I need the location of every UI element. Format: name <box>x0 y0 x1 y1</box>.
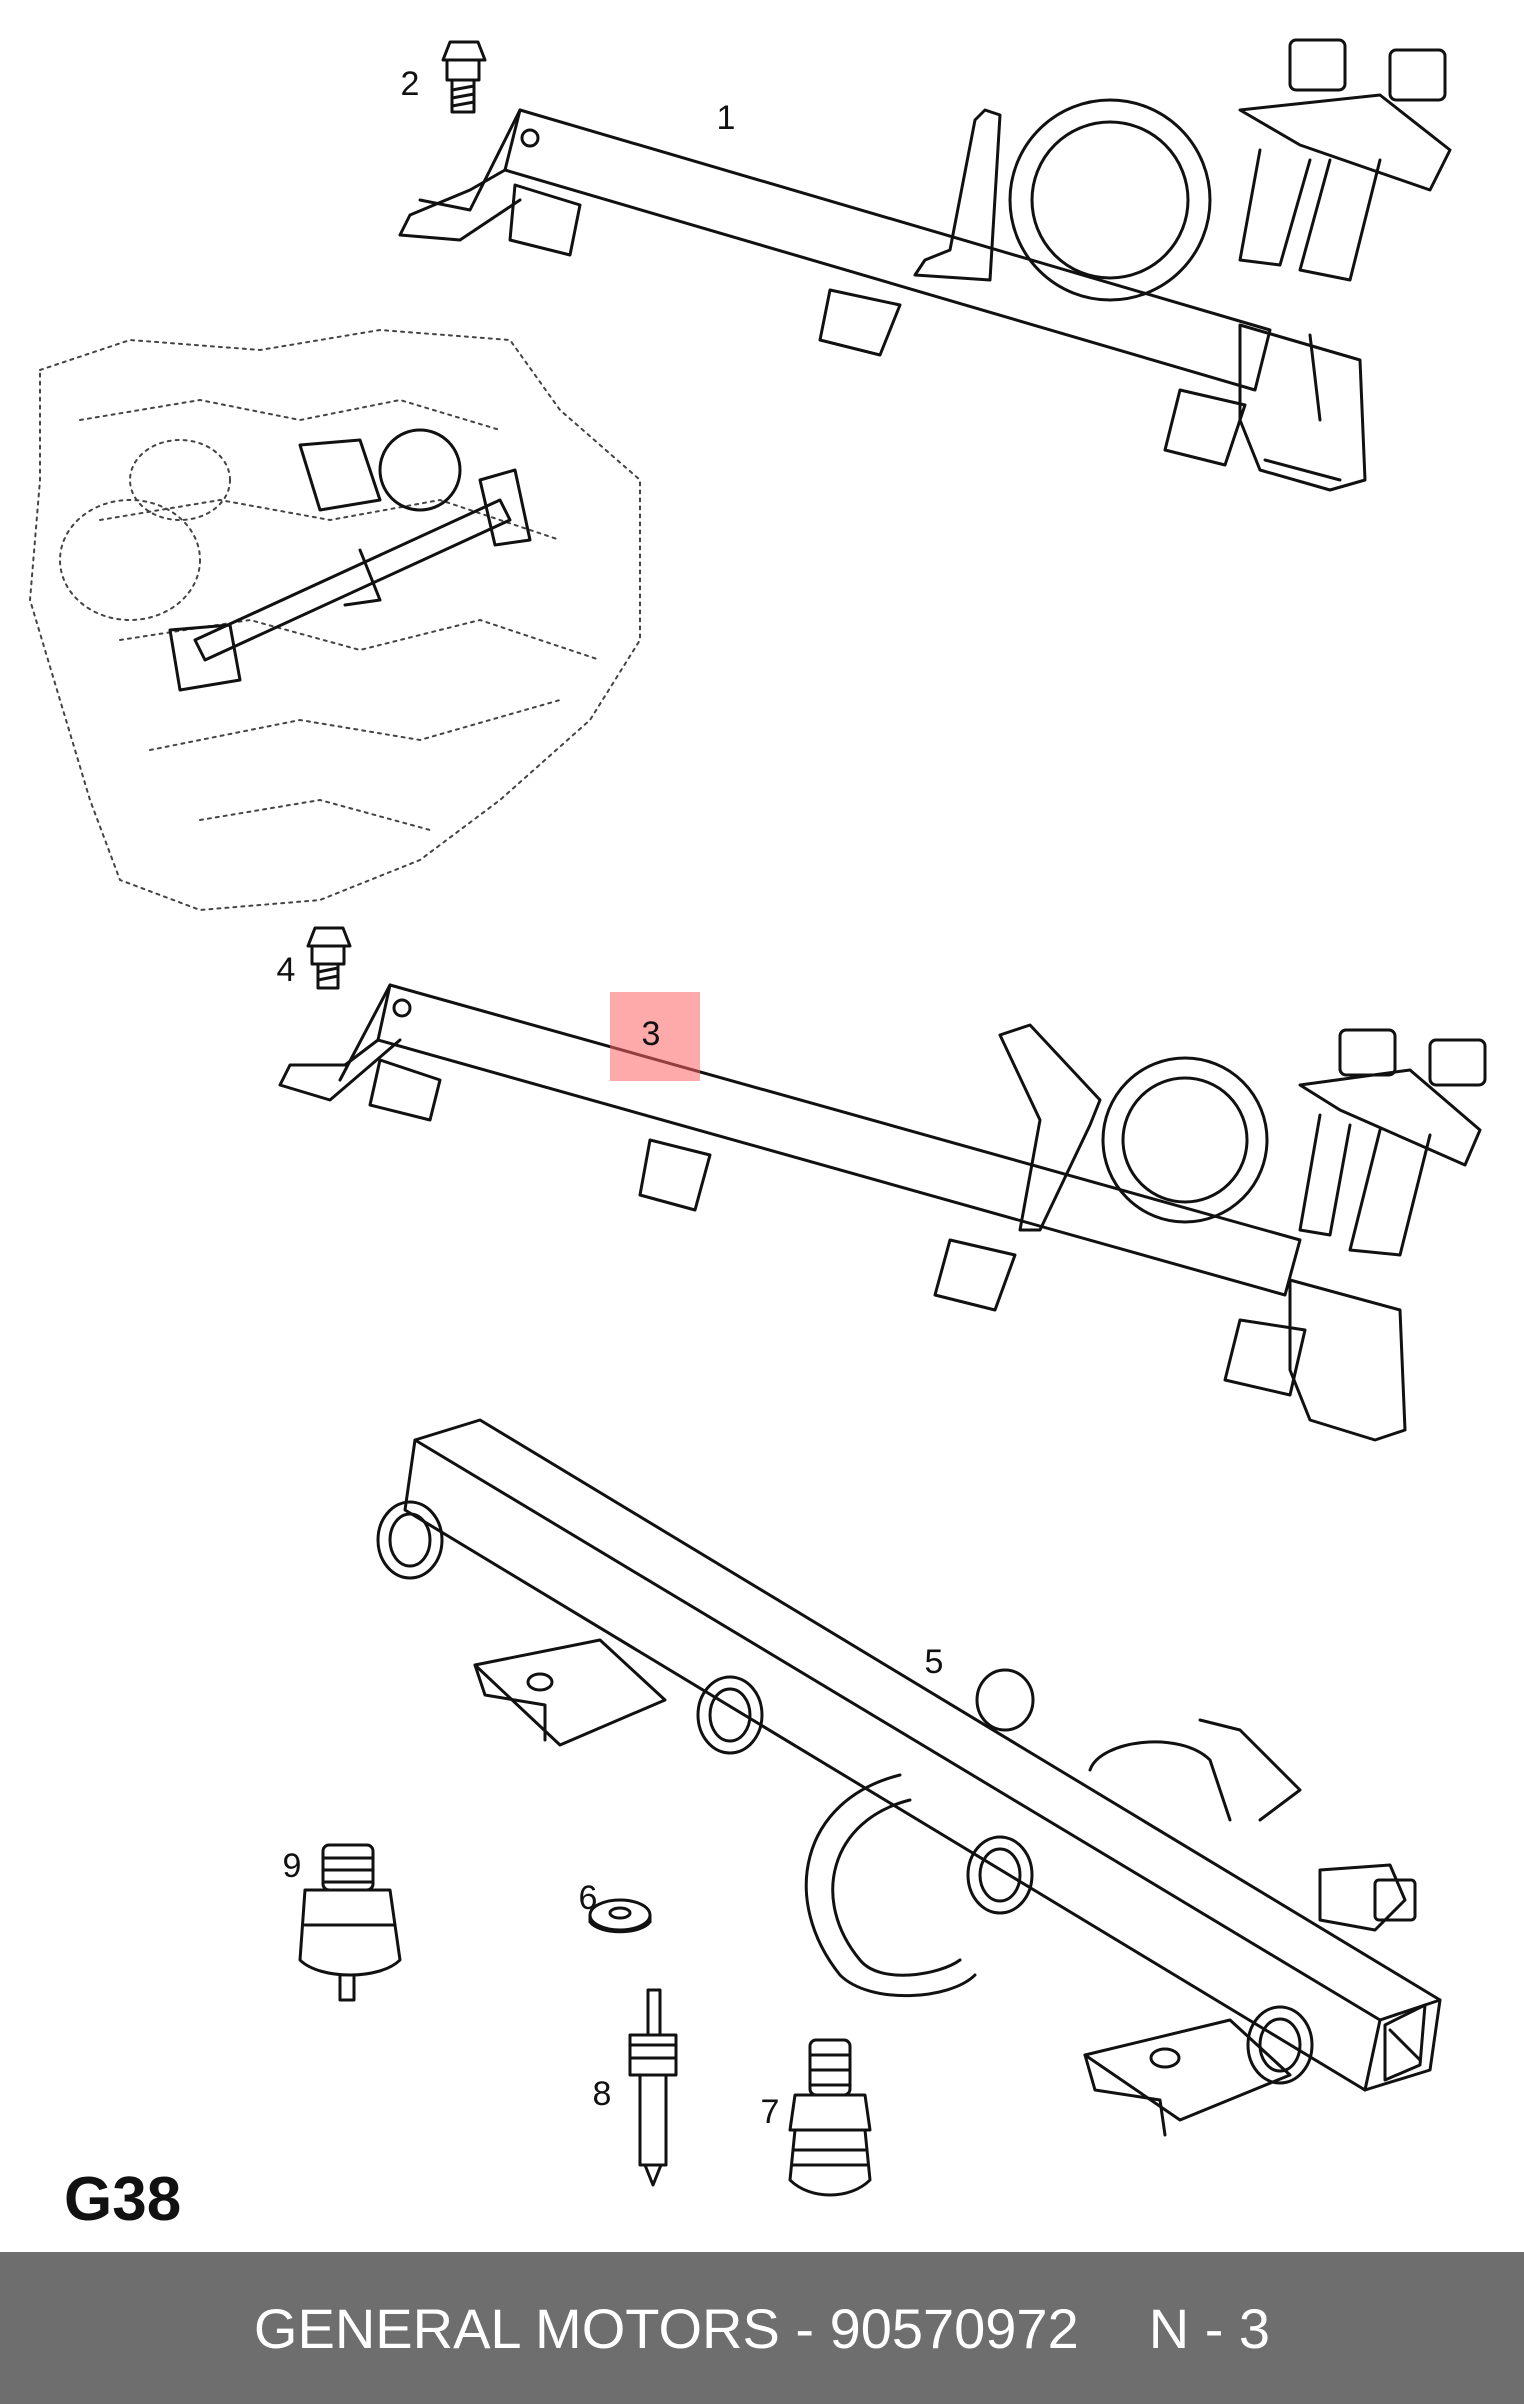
callout-4: 4 <box>276 951 296 989</box>
callout-8: 8 <box>592 2075 612 2113</box>
engine-location-sketch <box>29 329 641 911</box>
footer-brand-part-number: GENERAL MOTORS - 90570972 <box>253 2296 1079 2360</box>
footer-reference: N - 3 <box>1148 2296 1271 2360</box>
footer-bar: GENERAL MOTORS - 90570972 N - 3 <box>0 2252 1524 2404</box>
callout-6: 6 <box>578 1879 598 1917</box>
callout-3-highlight <box>610 992 700 1081</box>
washer-6 <box>588 1898 652 1934</box>
callout-5: 5 <box>924 1643 944 1681</box>
callout-1: 1 <box>716 99 736 137</box>
callout-7: 7 <box>760 2093 780 2131</box>
engine-fuel-rail-location <box>168 428 532 692</box>
page-code-label: G38 <box>64 2165 182 2234</box>
valve-core-8 <box>628 1988 678 2187</box>
callout-2: 2 <box>400 65 420 103</box>
bolt-2 <box>441 40 487 114</box>
callout-9: 9 <box>282 1847 302 1885</box>
parts-diagram <box>29 38 1487 2197</box>
callout-3: 3 <box>641 1015 661 1053</box>
fuel-rail-assembly-1 <box>398 38 1452 492</box>
pressure-sensor-9 <box>298 1843 402 2002</box>
valve-fitting-7 <box>788 2038 872 2197</box>
fuel-distributor-rail-5 <box>376 1418 1442 2137</box>
fuel-rail-assembly-3 <box>278 983 1487 1442</box>
bolt-4 <box>306 926 352 990</box>
